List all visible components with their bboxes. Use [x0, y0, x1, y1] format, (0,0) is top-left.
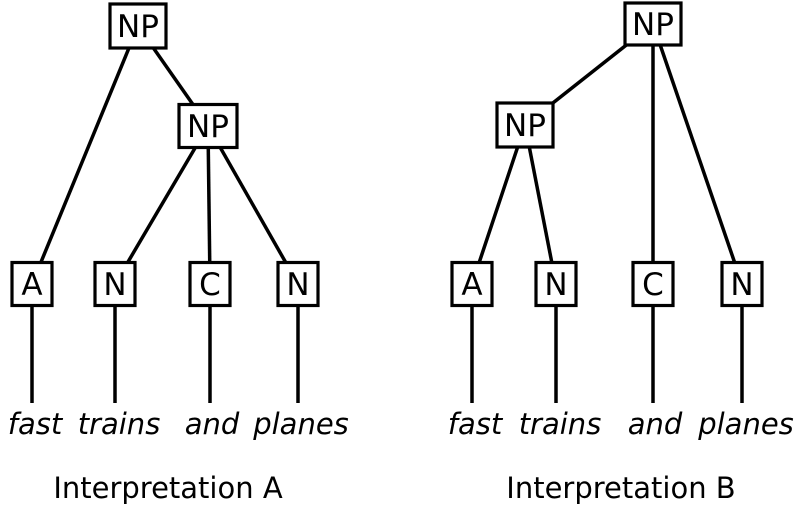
tree-node-label: A [21, 267, 42, 303]
tree-caption: Interpretation B [506, 471, 735, 505]
tree-node-box-n [276, 260, 320, 308]
tree-node-label: NP [504, 108, 546, 144]
terminal-word: planes [252, 407, 349, 441]
tree-node-label: C [199, 267, 221, 303]
tree-node-label: N [730, 267, 753, 303]
terminal-word: fast [8, 407, 64, 441]
terminal-word: and [628, 407, 683, 441]
terminal-word: trains [519, 407, 602, 441]
tree-node-label: N [286, 267, 309, 303]
tree-node-label: NP [632, 7, 674, 43]
tree-caption: Interpretation A [53, 471, 283, 505]
tree-node-label: N [544, 267, 567, 303]
tree-node-box-n [720, 260, 764, 308]
tree-node-box-np [108, 2, 168, 50]
tree-node-box-np [495, 101, 555, 149]
tree-branch-line [30, 25, 140, 285]
tree-branch-line [206, 125, 300, 285]
tree-node-box-np [623, 1, 683, 47]
tree-node-box-n [534, 260, 578, 308]
tree-branch-line [470, 124, 527, 285]
tree-node-box-a [10, 260, 54, 308]
tree-branch-line [651, 23, 744, 285]
tree-branch-line [206, 125, 212, 285]
terminal-word: and [185, 407, 240, 441]
tree-node-box-c [188, 260, 232, 308]
tree-node-box-a [450, 260, 494, 308]
terminal-word: fast [448, 407, 504, 441]
tree-branch-line [113, 125, 210, 285]
tree-node-label: NP [187, 109, 229, 145]
tree-node-label: N [103, 267, 126, 303]
tree-node-box-c [631, 260, 675, 308]
tree-node-box-n [93, 260, 137, 308]
tree-node-label: A [461, 267, 482, 303]
terminal-word: trains [78, 407, 161, 441]
terminal-word: planes [697, 407, 794, 441]
tree-node-label: NP [117, 9, 159, 45]
tree-branch-line [523, 124, 558, 285]
tree-node-label: C [642, 267, 664, 303]
tree-node-box-np [177, 102, 239, 150]
